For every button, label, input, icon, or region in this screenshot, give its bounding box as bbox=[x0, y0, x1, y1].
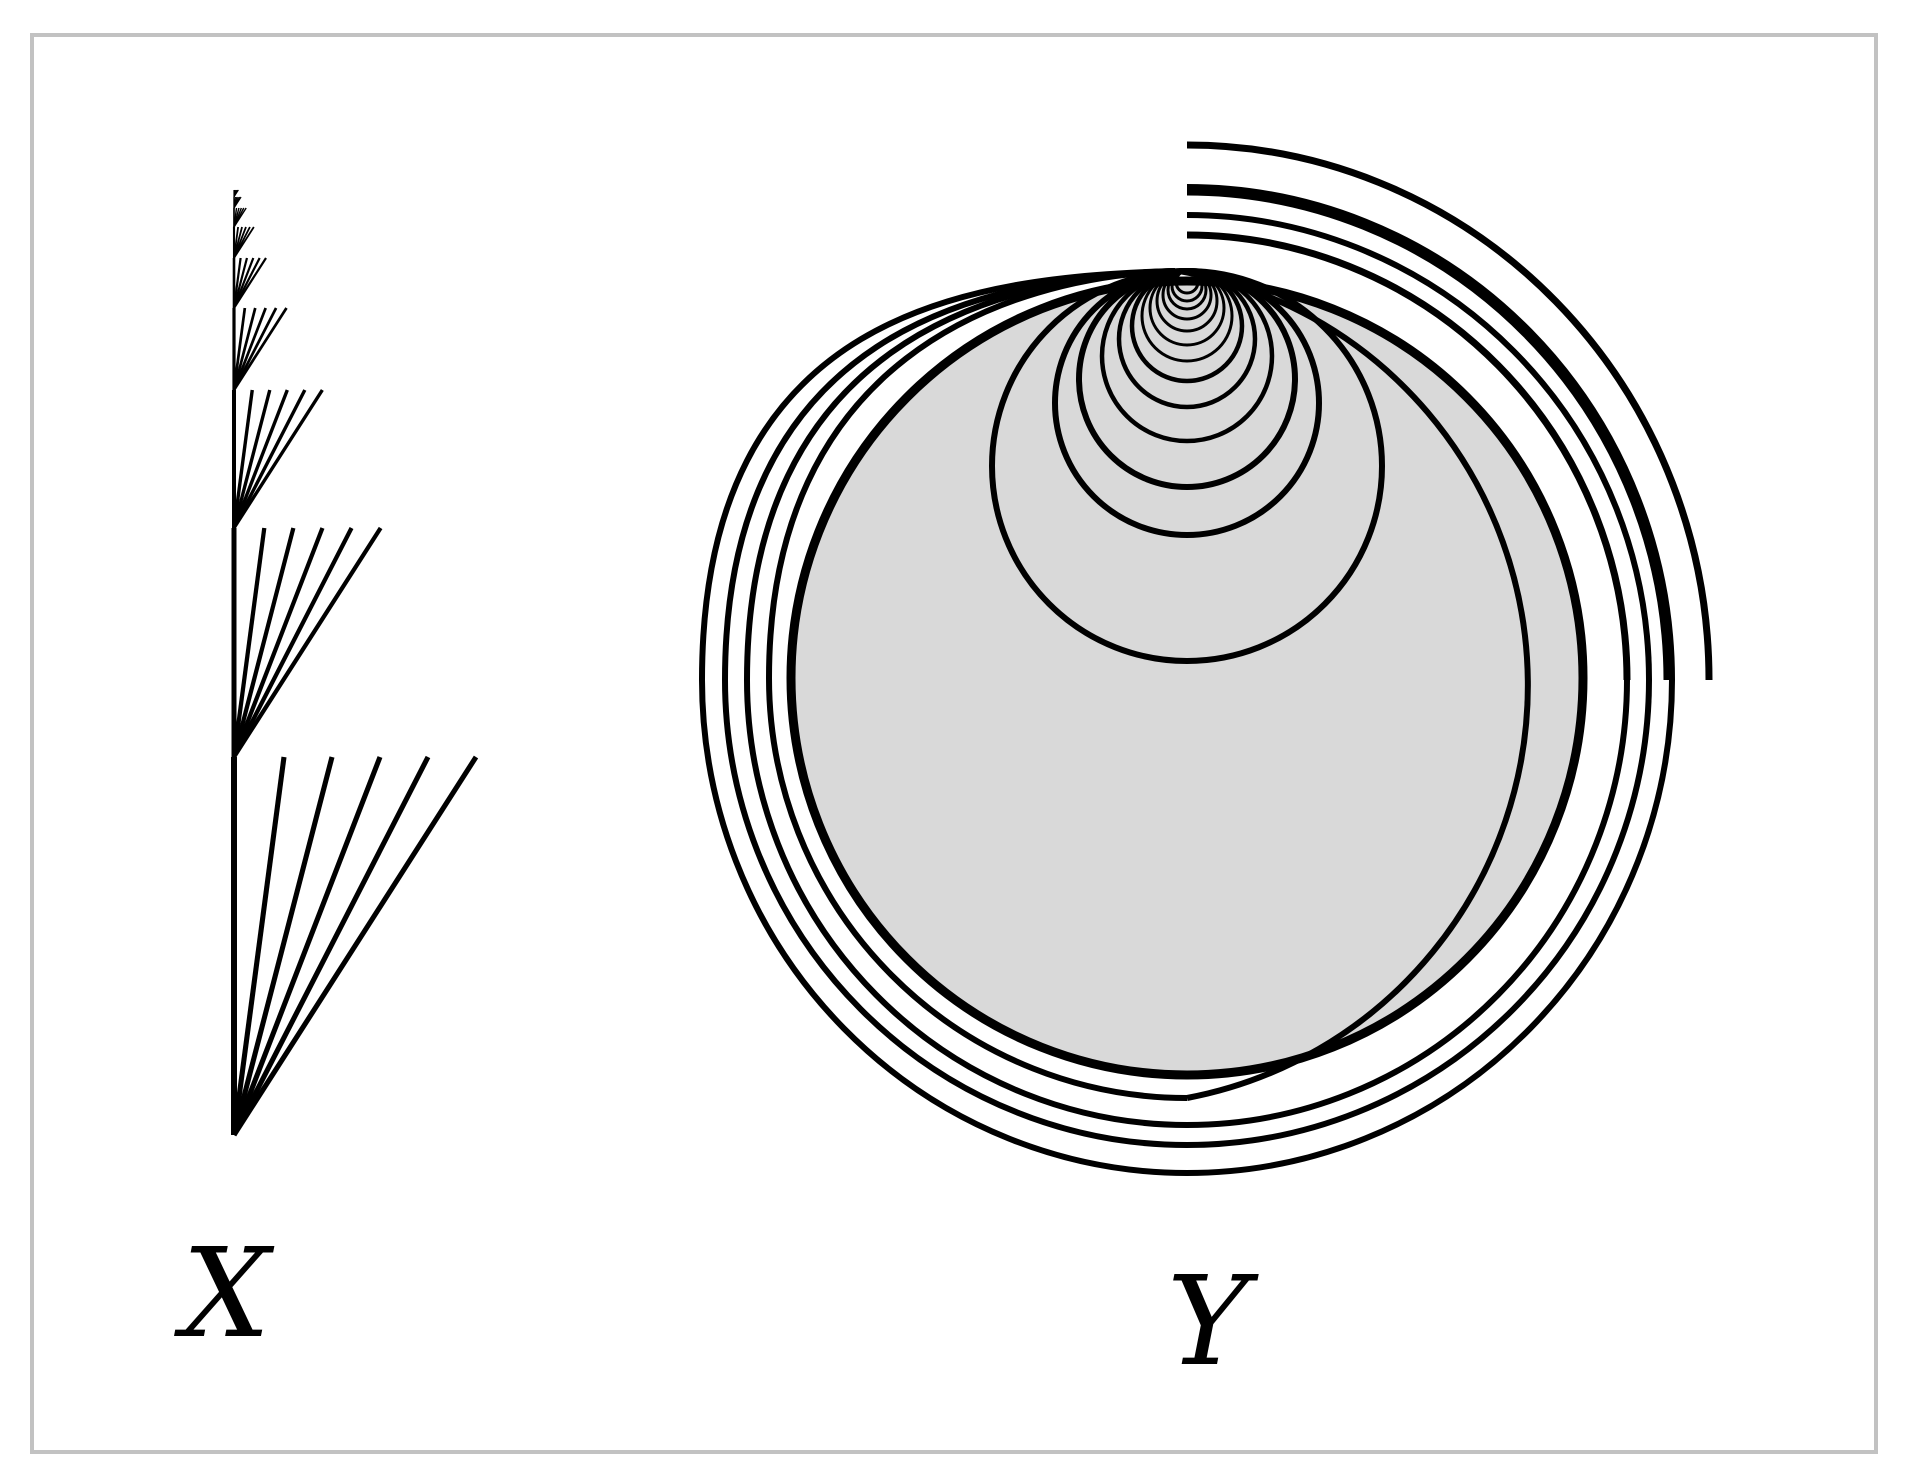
nested-circle bbox=[1174, 269, 1200, 295]
fan-tree-x bbox=[231, 189, 479, 1137]
label-x: X bbox=[182, 1222, 271, 1366]
fan-branch bbox=[232, 307, 247, 391]
fan-branch bbox=[232, 389, 324, 529]
fan-branch bbox=[232, 389, 307, 529]
fan-branch bbox=[232, 389, 254, 529]
fan-branch bbox=[233, 257, 267, 309]
filled-disk bbox=[786, 276, 1588, 1080]
outer-arc-left bbox=[698, 268, 1188, 1176]
outer-tail-arc bbox=[1186, 231, 1631, 681]
outer-tail-arc bbox=[1186, 188, 1671, 681]
fan-branch bbox=[231, 527, 296, 758]
fan-branch bbox=[232, 527, 354, 758]
fan-branch bbox=[231, 756, 335, 1136]
fan-branch bbox=[232, 307, 288, 391]
fan-branch bbox=[232, 527, 325, 758]
fan-branch bbox=[231, 755, 431, 1137]
fan-branch bbox=[232, 307, 257, 391]
outer-arc-right bbox=[1186, 212, 1652, 1148]
fan-branch bbox=[231, 756, 287, 1136]
outer-arc-right bbox=[1178, 268, 1531, 1101]
fan-branch bbox=[231, 756, 383, 1136]
outer-arc-right bbox=[1186, 184, 1675, 1176]
fan-branch bbox=[233, 196, 242, 209]
fan-branch bbox=[231, 755, 479, 1137]
fan-branch bbox=[232, 307, 267, 391]
fan-branch bbox=[232, 389, 289, 529]
fan-branch bbox=[232, 307, 278, 391]
fan-branch bbox=[232, 526, 383, 759]
label-y: Y bbox=[1167, 1250, 1249, 1394]
outer-arc-left bbox=[721, 268, 1188, 1148]
outer-tail-arc bbox=[1186, 141, 1713, 681]
outer-arc-left bbox=[765, 268, 1188, 1101]
fan-branch bbox=[232, 389, 272, 529]
fan-branch bbox=[233, 189, 239, 198]
nested-disks-y bbox=[698, 141, 1713, 1176]
fan-branch bbox=[233, 226, 255, 259]
fan-branch bbox=[231, 527, 267, 758]
outer-arc-left bbox=[743, 268, 1188, 1128]
fan-branch bbox=[233, 207, 247, 228]
